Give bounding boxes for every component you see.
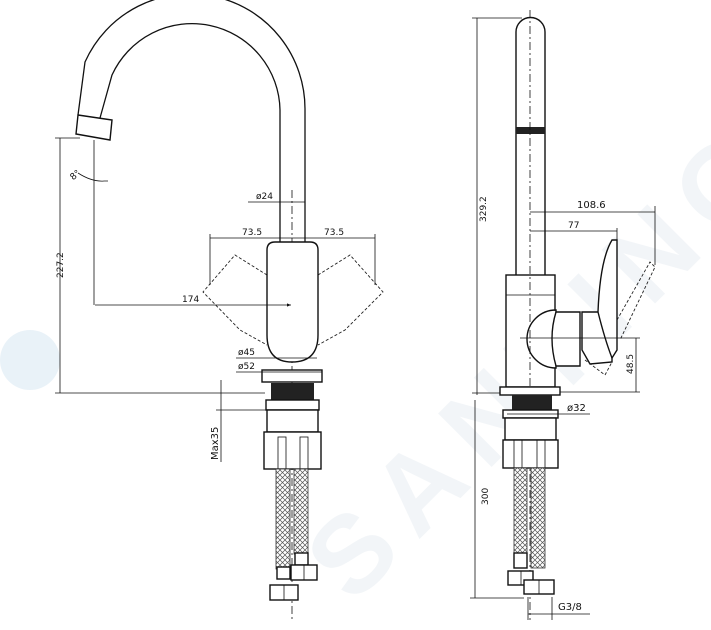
side-view: 329.2 108.6 77 48.5 ø32 300 G3/8 [470,10,656,620]
side-hoses [507,467,555,595]
front-handles [202,254,384,346]
front-mounting-nut [263,399,322,470]
dim-pipe-diameter: ø24 [256,192,273,202]
dim-reach-174: 174 [182,295,199,305]
dim-connection: G3/8 [558,602,582,613]
side-mounting-nut [502,409,559,469]
front-hoses [269,468,318,601]
dim-thread-diameter: ø32 [567,403,586,414]
side-lever-raised [584,261,656,376]
dim-handle-left: 73.5 [242,228,262,238]
dim-lever-reach-max: 108.6 [577,200,606,211]
dim-total-height: 329.2 [479,196,489,222]
dim-handle-right: 73.5 [324,228,344,238]
front-thread [271,383,314,400]
front-body [266,241,319,363]
svg-text:SANTINO: SANTINO [283,97,711,623]
side-aerator-ring [516,127,545,134]
side-spout-pipe [515,16,546,275]
watermark-drop-icon [0,330,60,390]
dim-body-diameter: ø45 [238,348,255,358]
side-thread [512,395,552,410]
front-base-flange [261,369,323,383]
front-view: 227.2 174 8° ø24 73.5 73.5 ø45 ø52 Max35 [55,0,384,620]
dim-lever-reach: 77 [568,221,579,231]
side-dimensions: 329.2 108.6 77 48.5 ø32 300 G3/8 [470,17,656,620]
dim-hose-length: 300 [481,488,491,505]
dim-angle-8: 8° [69,169,83,183]
dim-lever-height: 48.5 [626,354,636,374]
dim-base-diameter: ø52 [238,362,255,372]
dim-height-227: 227.2 [56,252,66,278]
side-base-flange [499,386,561,396]
front-dimensions: 227.2 174 8° ø24 73.5 73.5 ø45 ø52 Max35 [55,137,376,462]
dim-max-thickness: Max35 [210,427,221,460]
